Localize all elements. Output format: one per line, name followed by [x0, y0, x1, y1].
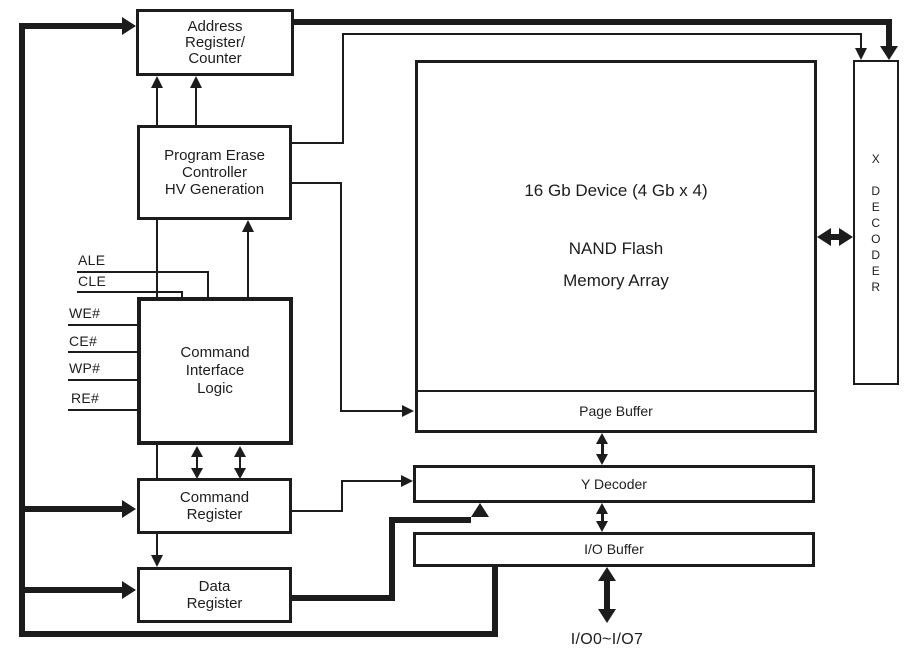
wire-cil-cmdreg-dbl2 — [239, 454, 241, 470]
wire-re — [68, 409, 137, 411]
wire-pec-to-xdecoder-h1 — [292, 142, 344, 144]
block-io-buffer-label: I/O Buffer — [584, 541, 644, 557]
signal-label-we: WE# — [69, 305, 101, 321]
wire-cil-to-pec-v — [247, 231, 249, 297]
bus-arrow-to-data-register — [22, 587, 122, 593]
wire-pec-to-xdecoder-v1 — [342, 33, 344, 144]
wire-pagebuffer-ydecoder-arrowhead-up — [596, 433, 608, 444]
wire-pec-to-addr-arrowhead2 — [190, 76, 202, 88]
block-x-decoder: X D E C O D E R — [853, 60, 899, 385]
wire-pec-to-pagebuffer-h1 — [292, 182, 342, 184]
wire-pec-to-addr-v2 — [195, 87, 197, 125]
bus-array-xdecoder-double-arrow — [829, 234, 841, 240]
wire-cil-cmdreg-dbl1 — [196, 454, 198, 470]
bus-arrow-to-command-register — [22, 506, 122, 512]
memory-array-subtitle: NAND Flash Memory Array — [563, 239, 669, 290]
wire-ydecoder-iobuffer-dbl — [601, 511, 604, 524]
wire-pec-to-xdecoder-v2 — [860, 33, 862, 49]
wire-pec-cil-plain — [156, 220, 158, 297]
wire-pagebuffer-ydecoder-dbl — [601, 441, 604, 457]
bus-left-rail — [19, 23, 25, 637]
wire-pec-to-xdecoder-arrowhead — [855, 48, 867, 60]
wire-ce — [68, 351, 137, 353]
signal-label-re: RE# — [71, 390, 100, 406]
wire-cle-h — [77, 291, 183, 293]
signal-label-ce: CE# — [69, 333, 98, 349]
bus-arrow-to-data-register-arrowhead — [122, 581, 136, 599]
wire-pec-to-pagebuffer-v — [340, 182, 342, 412]
bus-arrow-to-address-register — [19, 23, 122, 29]
wire-ale-v — [207, 271, 209, 297]
bus-arrow-to-address-register-arrowhead — [122, 17, 136, 35]
wire-cle-v — [181, 291, 183, 297]
block-program-erase-controller: Program Erase Controller HV Generation — [137, 125, 292, 220]
wire-cmdreg-to-ydecoder-arrowhead — [401, 475, 413, 487]
wire-cil-cmdreg-plain — [156, 445, 158, 478]
bus-io-double-arrow — [604, 577, 610, 613]
bus-arrow-to-x-decoder-arrowhead — [880, 46, 898, 60]
block-address-register-counter: Address Register/ Counter — [136, 9, 294, 76]
wire-cmdreg-to-ydecoder-v — [341, 480, 343, 512]
block-data-register: Data Register — [137, 567, 292, 623]
block-x-decoder-label: X D E C O D E R — [871, 151, 881, 294]
bus-data-register-to-y-decoder-arrowhead — [471, 503, 489, 517]
wire-cmdreg-to-datareg-arrowhead — [151, 555, 163, 567]
bus-data-register-out-h1 — [291, 595, 395, 601]
block-memory-array: 16 Gb Device (4 Gb x 4) NAND Flash Memor… — [415, 60, 817, 433]
wire-cmdreg-to-ydecoder-h1 — [291, 510, 343, 512]
bus-io-double-arrowhead-down — [598, 609, 616, 623]
bus-array-xdecoder-arrowhead-left — [817, 228, 831, 246]
block-y-decoder-label: Y Decoder — [581, 475, 647, 492]
bus-bottom-rail — [19, 631, 498, 637]
block-io-buffer: I/O Buffer — [413, 532, 815, 567]
wire-cil-to-pec-arrowhead — [242, 220, 254, 232]
wire-cil-cmdreg-dbl1-arrowhead-down — [191, 468, 203, 479]
bus-top-rail-drop — [886, 19, 892, 48]
wire-pec-to-xdecoder-h2 — [342, 33, 862, 35]
wire-pagebuffer-ydecoder-arrowhead-down — [596, 454, 608, 465]
bus-arrow-to-command-register-arrowhead — [122, 500, 136, 518]
bus-io-buffer-riser — [492, 567, 498, 633]
bus-data-register-out-h2 — [389, 517, 471, 523]
wire-ydecoder-iobuffer-arrowhead-up — [596, 503, 608, 514]
wire-cil-cmdreg-dbl2-arrowhead-down — [234, 468, 246, 479]
block-command-interface-logic-label: Command Interface Logic — [180, 344, 250, 397]
signal-label-wp: WP# — [69, 360, 101, 376]
bus-top-rail — [294, 19, 892, 25]
block-address-register-counter-label: Address Register/ Counter — [184, 17, 246, 67]
wire-cil-cmdreg-dbl2-arrowhead-up — [234, 446, 246, 457]
block-page-buffer: Page Buffer — [418, 390, 814, 430]
bus-io-double-arrowhead-up — [598, 567, 616, 581]
block-page-buffer-label: Page Buffer — [579, 402, 653, 419]
wire-pec-to-pagebuffer-h2 — [340, 410, 402, 412]
block-program-erase-controller-label: Program Erase Controller HV Generation — [164, 147, 265, 198]
signal-label-cle: CLE — [78, 273, 107, 289]
wire-cmdreg-to-datareg — [156, 534, 158, 557]
wire-we — [68, 324, 137, 326]
wire-ydecoder-iobuffer-arrowhead-down — [596, 521, 608, 532]
wire-pec-to-addr-v1 — [156, 87, 158, 125]
bus-array-xdecoder-arrowhead-right — [839, 228, 853, 246]
signal-label-ale: ALE — [78, 252, 106, 268]
wire-pec-to-addr-arrowhead1 — [151, 76, 163, 88]
memory-array-title: 16 Gb Device (4 Gb x 4) — [524, 181, 708, 200]
wire-cil-cmdreg-dbl1-arrowhead-up — [191, 446, 203, 457]
wire-wp — [68, 379, 137, 381]
wire-pec-to-pagebuffer-arrowhead — [402, 405, 414, 417]
block-data-register-label: Data Register — [186, 578, 243, 612]
bus-data-register-out-v — [389, 517, 395, 601]
block-command-register-label: Command Register — [179, 489, 250, 523]
io-pins-label: I/O0~I/O7 — [570, 631, 644, 648]
wire-ale-h — [77, 271, 209, 273]
block-y-decoder: Y Decoder — [413, 465, 815, 503]
block-command-interface-logic: Command Interface Logic — [137, 297, 293, 445]
wire-cmdreg-to-ydecoder-h2 — [341, 480, 401, 482]
block-command-register: Command Register — [137, 478, 292, 534]
